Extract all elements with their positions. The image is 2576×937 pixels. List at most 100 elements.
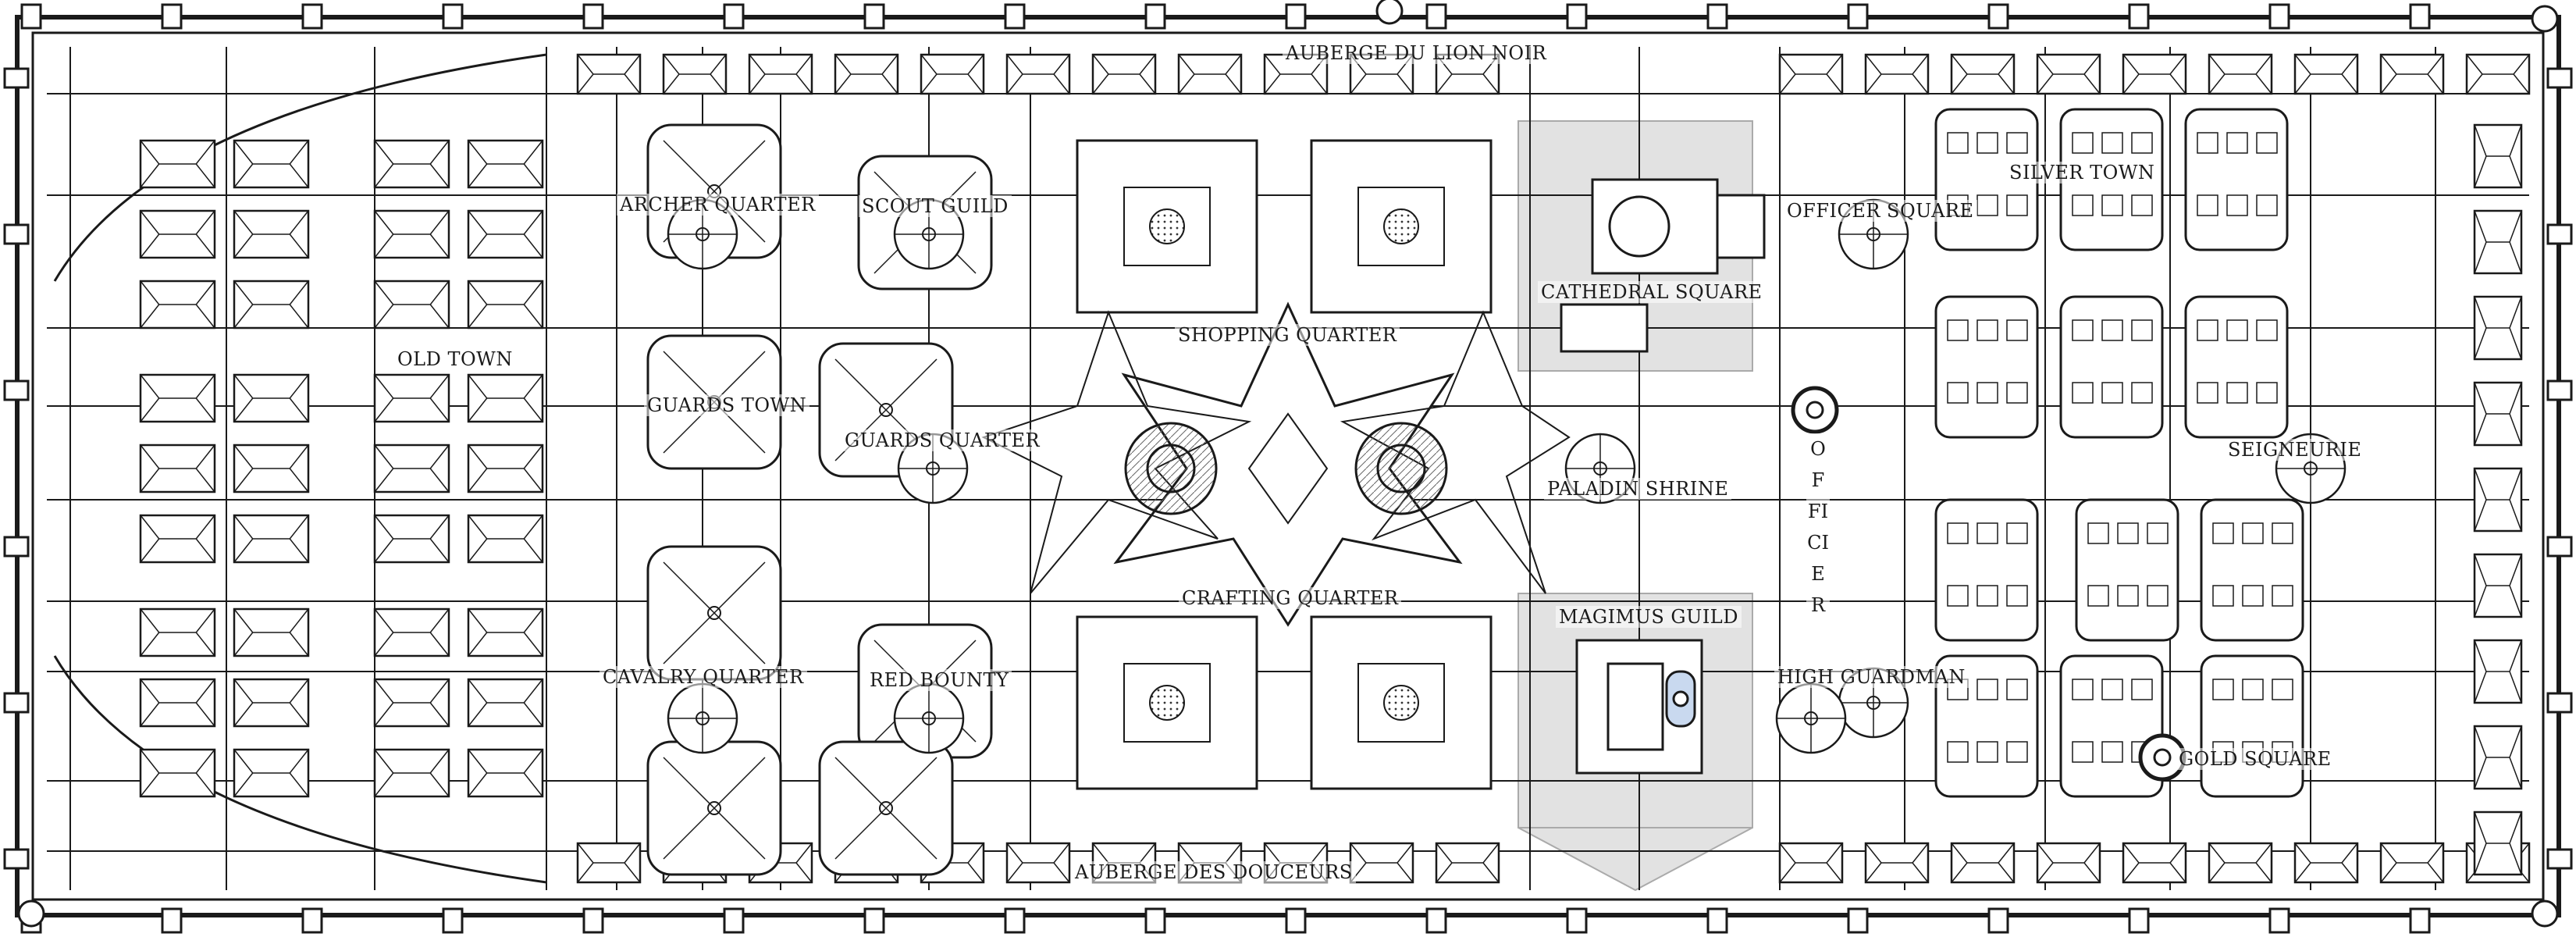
house [2226, 132, 2248, 154]
town-block [1934, 498, 2039, 642]
building-roof [1951, 843, 2015, 883]
building-roof [1779, 843, 1843, 883]
house [2226, 194, 2248, 216]
house [2072, 194, 2094, 216]
house [2197, 194, 2218, 216]
building-roof [2122, 54, 2186, 94]
house [1976, 679, 1998, 700]
house [2212, 522, 2234, 544]
wall-towers [3, 0, 2573, 934]
building-roof [2474, 640, 2522, 704]
house [2272, 585, 2293, 607]
town-block [2200, 654, 2304, 798]
house [2006, 382, 2028, 404]
house [2117, 522, 2139, 544]
house [2256, 132, 2278, 154]
building-roof [1436, 843, 1500, 883]
building-roof [2474, 811, 2522, 875]
wall-tower [3, 379, 30, 401]
square-path [663, 757, 766, 860]
wall-tower [2128, 3, 2150, 30]
building [1950, 53, 2016, 95]
house [2117, 585, 2139, 607]
plaza-cross [668, 684, 737, 753]
wall-tower [3, 536, 30, 558]
plaza-cross [895, 684, 963, 753]
house [2006, 522, 2028, 544]
house [1947, 319, 1969, 341]
building-roof [374, 749, 450, 797]
building-roof [140, 608, 215, 657]
label-gold-square: GOLD SQUARE [2176, 748, 2335, 770]
corner-tower [2531, 900, 2559, 928]
building-roof [2208, 843, 2272, 883]
building-roof [2474, 296, 2522, 360]
building-roof [1178, 54, 1242, 94]
house [2197, 132, 2218, 154]
building-roof [920, 54, 984, 94]
house [2272, 522, 2293, 544]
house [2226, 319, 2248, 341]
wall-tower [1706, 3, 1728, 30]
house [2212, 585, 2234, 607]
corner-tower [1375, 0, 1404, 25]
building-roof [1865, 54, 1929, 94]
courtyard-garden [1383, 208, 1419, 244]
house [2101, 319, 2123, 341]
town-block [2184, 295, 2289, 439]
building-roof [577, 843, 641, 883]
building-roof [374, 210, 450, 258]
label-archer-quarter: ARCHER QUARTER [617, 194, 819, 216]
town-block [1934, 295, 2039, 439]
wall-tower [582, 907, 604, 934]
wall-tower [442, 3, 464, 30]
building-roof [2474, 124, 2522, 188]
building-roof [374, 444, 450, 493]
house [1976, 382, 1998, 404]
town-block [2075, 498, 2179, 642]
building-roof [1006, 54, 1070, 94]
house [2072, 132, 2094, 154]
wall-tower [301, 907, 323, 934]
wall-tower [1285, 907, 1307, 934]
building-roof [140, 679, 215, 727]
house [2006, 194, 2028, 216]
building [834, 53, 899, 95]
wall-tower [1144, 3, 1166, 30]
building-roof [233, 749, 309, 797]
house [2006, 132, 2028, 154]
building-roof [834, 54, 898, 94]
house [2131, 132, 2153, 154]
building-roof [2037, 54, 2101, 94]
building-roof [2474, 382, 2522, 446]
house [2226, 382, 2248, 404]
town-block [2184, 108, 2289, 251]
house [2087, 522, 2109, 544]
building-roof [468, 280, 543, 329]
building-roof [140, 140, 215, 188]
house [2212, 679, 2234, 700]
wall-tower [1987, 907, 2009, 934]
wall-tower [2409, 907, 2431, 934]
house [2242, 679, 2264, 700]
star-plaza [981, 301, 1571, 627]
courtyard-garden [1149, 685, 1185, 721]
wall-tower [1285, 3, 1307, 30]
magimus-guild-building [1575, 639, 1703, 775]
wall-tower [1566, 3, 1588, 30]
house [1976, 132, 1998, 154]
building-roof [233, 444, 309, 493]
wall-tower [582, 3, 604, 30]
building-roof [468, 444, 543, 493]
house [1947, 132, 1969, 154]
house [2101, 741, 2123, 763]
house [2006, 741, 2028, 763]
label-seigneurie: SEIGNEURIE [2225, 439, 2365, 461]
house [2242, 585, 2264, 607]
building [576, 53, 642, 95]
wall-tower [2546, 692, 2573, 714]
building-roof [233, 608, 309, 657]
wall-tower [2546, 848, 2573, 870]
house [2197, 382, 2218, 404]
